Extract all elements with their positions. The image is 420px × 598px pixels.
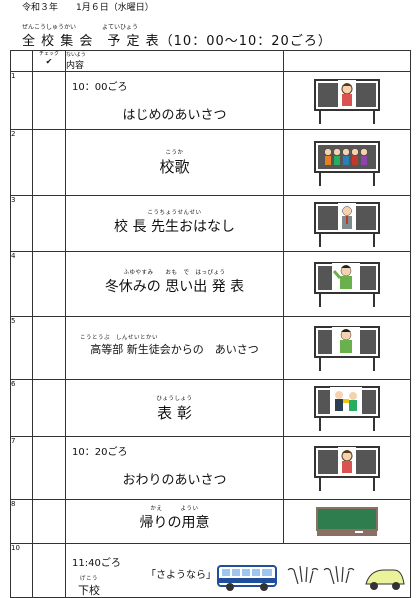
- row-number: 5: [10, 316, 33, 380]
- row-number: 10: [10, 543, 33, 598]
- picture-cell: [283, 379, 411, 437]
- row-ruby: こうちょうせんせい: [147, 210, 202, 216]
- row-label: おわりのあいさつ: [122, 473, 227, 488]
- check-header: チェック ✔: [32, 50, 66, 72]
- check-header-ruby: チェック: [38, 51, 59, 57]
- row-number: 7: [10, 436, 33, 500]
- principal-icon: [284, 196, 410, 251]
- check-cell[interactable]: [32, 543, 66, 598]
- header: 令和３年 1月６日（水曜日） ぜんこうしゅうかい よていひょう 全 校 集 会 …: [10, 0, 410, 49]
- row-ruby: かえ ようい: [150, 506, 199, 512]
- table-row: 4 ふゆやすみ おも で はっぴょう 冬休みの 思い出 発 表: [10, 251, 411, 317]
- row-ruby: げこう: [79, 576, 98, 582]
- farewell-quote: 「さようなら」: [146, 570, 216, 581]
- content-cell: ひょうしょう 表 彰: [65, 379, 284, 437]
- content-header: ないよう 内容: [65, 50, 284, 72]
- picture-cell: [283, 499, 411, 544]
- presenter-girl-icon: [284, 437, 410, 499]
- picture-cell: [283, 316, 411, 380]
- row-number: 4: [10, 251, 33, 317]
- row-number: 3: [10, 195, 33, 252]
- check-cell[interactable]: [32, 316, 66, 380]
- presenter-girl-icon: [284, 72, 410, 129]
- content-cell: ふゆやすみ おも で はっぴょう 冬休みの 思い出 発 表: [65, 251, 284, 317]
- row-number: 6: [10, 379, 33, 437]
- picture-cell: [283, 71, 411, 130]
- row-number: 2: [10, 129, 33, 196]
- row-label: 下校: [78, 584, 100, 597]
- picture-cell: [283, 129, 411, 196]
- row-label: 冬休みの 思い出 発 表: [104, 279, 245, 295]
- picture-cell: [283, 251, 411, 317]
- row-time: 10：00ごろ: [72, 82, 128, 93]
- content-cell: こうちょうせんせい 校 長 先生おはなし: [65, 195, 284, 252]
- check-cell[interactable]: [32, 71, 66, 130]
- picture-cell: [283, 436, 411, 500]
- check-cell[interactable]: [32, 436, 66, 500]
- row-label: 表 彰: [157, 404, 192, 422]
- content-header-label: 内容: [66, 61, 85, 71]
- table-row: 2 こうか 校歌: [10, 129, 411, 196]
- row-number: 1: [10, 71, 33, 130]
- student-council-icon: [284, 317, 410, 379]
- row-number: 8: [10, 499, 33, 544]
- content-header-ruby: ないよう: [66, 52, 86, 58]
- row-time: 10：20ごろ: [72, 447, 128, 458]
- table-row: 7 10：20ごろ おわりのあいさつ: [10, 436, 411, 500]
- content-cell: こうとうぶ しんせいとかい 高等部 新生徒会からの あいさつ: [65, 316, 284, 380]
- check-cell[interactable]: [32, 499, 66, 544]
- chalkboard-icon: [284, 500, 410, 543]
- content-cell: 11:40ごろ げこう 下校 「さようなら」: [65, 543, 411, 598]
- award-ceremony-icon: [284, 380, 410, 436]
- choir-students-icon: [284, 130, 410, 195]
- row-label: 校 長 先生おはなし: [114, 219, 235, 235]
- row-ruby: こうとうぶ しんせいとかい: [80, 335, 159, 341]
- page-title: 全 校 集 会 予 定 表（10：00〜10：20ごろ）: [22, 34, 332, 49]
- row-label: 高等部 新生徒会からの あいさつ: [90, 343, 259, 356]
- row-label: 校歌: [159, 158, 190, 176]
- check-cell[interactable]: [32, 251, 66, 317]
- content-cell: こうか 校歌: [65, 129, 284, 196]
- table-row: 10 11:40ごろ げこう 下校 「さようなら」: [10, 543, 411, 598]
- picture-cell: [283, 195, 411, 252]
- table-row: 1 10：00ごろ はじめのあいさつ: [10, 71, 411, 130]
- row-label: 帰りの用意: [139, 515, 210, 531]
- row-time: 11:40ごろ: [72, 558, 121, 569]
- table-row: 3 こうちょうせんせい 校 長 先生おはなし: [10, 195, 411, 252]
- check-mark-icon: ✔: [45, 57, 53, 66]
- row-ruby: ひょうしょう: [156, 396, 193, 402]
- table-row: 5 こうとうぶ しんせいとかい 高等部 新生徒会からの あいさつ: [10, 316, 411, 380]
- row-label: はじめのあいさつ: [122, 108, 227, 123]
- content-cell: かえ ようい 帰りの用意: [65, 499, 284, 544]
- check-cell[interactable]: [32, 129, 66, 196]
- date-line: 令和３年 1月６日（水曜日）: [22, 3, 154, 13]
- check-cell[interactable]: [32, 195, 66, 252]
- title-ruby-1: ぜんこうしゅうかい: [22, 24, 77, 31]
- student-speaker-icon: [284, 252, 410, 316]
- check-cell[interactable]: [32, 379, 66, 437]
- content-cell: 10：20ごろ おわりのあいさつ: [65, 436, 284, 500]
- table-row: 6 ひょうしょう 表 彰: [10, 379, 411, 437]
- row-ruby: ふゆやすみ おも で はっぴょう: [123, 270, 226, 276]
- row-ruby: こうか: [165, 150, 184, 156]
- table-header: チェック ✔ ないよう 内容: [10, 50, 411, 72]
- content-cell: 10：00ごろ はじめのあいさつ: [65, 71, 284, 130]
- table-row: 8 かえ ようい 帰りの用意: [10, 499, 411, 544]
- bus-waving-car-icon: [216, 556, 406, 596]
- schedule-table: チェック ✔ ないよう 内容 1 10：00ごろ はじめのあいさつ: [10, 50, 411, 598]
- title-ruby-2: よていひょう: [102, 24, 139, 31]
